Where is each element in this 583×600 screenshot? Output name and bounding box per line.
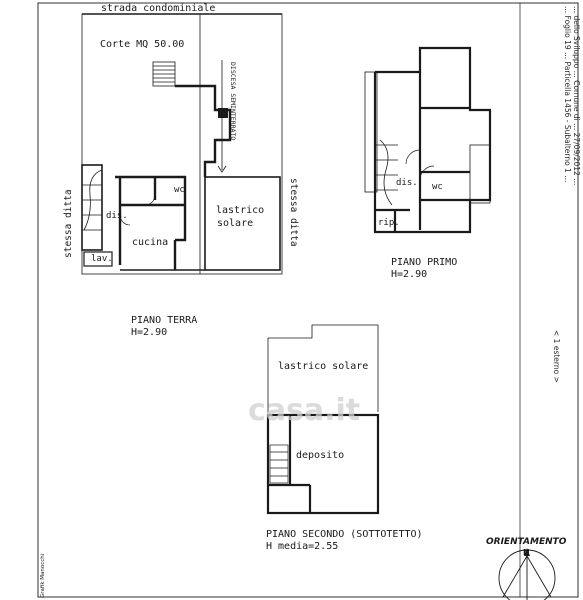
stair-second — [269, 444, 289, 484]
dis-first-label: dis. — [396, 178, 418, 188]
street-label: strada condominiale — [101, 3, 216, 14]
second-floor-title: PIANO SECONDO (SOTTOTETTO) — [266, 529, 423, 540]
second-terrace-outline — [268, 324, 379, 412]
stair-first — [376, 139, 398, 206]
sheet-frame — [37, 2, 579, 598]
lav-label: lav. — [91, 254, 113, 264]
second-floor-plan — [266, 324, 380, 515]
ground-floor-title: PIANO TERRA — [131, 315, 198, 326]
terrace-ground-label-2: solare — [217, 218, 254, 229]
neighbor-right-label: stessa ditta — [288, 178, 299, 247]
wc-first-label: wc — [432, 182, 443, 192]
ground-floor-plan — [81, 13, 283, 275]
ground-floor-height: H=2.90 — [131, 327, 168, 338]
first-walls — [373, 46, 492, 234]
lav-block — [83, 251, 113, 267]
side-text-line-1: ... dello Sviluppo ... Comune di ... 27/… — [572, 6, 581, 186]
author-stamp: Grafik Manocchi — [40, 553, 46, 598]
watermark-logo: casa.it — [248, 393, 361, 428]
first-floor-height: H=2.90 — [391, 269, 428, 280]
orientation-label: ORIENTAMENTO — [486, 537, 567, 547]
second-walls — [266, 413, 380, 515]
dis-ground-label: dis. — [106, 211, 128, 221]
side-text-line-2: ... Foglio 19 ... Particella 1456 - Suba… — [563, 6, 572, 183]
stair-ground-top — [152, 61, 176, 87]
terrace-ground — [204, 176, 281, 271]
descent-label: DISCESA SEMINTERRATO — [229, 62, 237, 141]
terrace-second-label: lastrico solare — [278, 361, 369, 372]
north-arrow-symbol — [498, 549, 556, 600]
courtyard-outline — [81, 13, 283, 275]
wc-ground-label: wc — [174, 185, 185, 195]
north-label: N — [523, 548, 530, 557]
first-floor-title: PIANO PRIMO — [391, 257, 458, 268]
stair-ground-left — [81, 164, 103, 251]
terrace-ground-label: lastrico — [216, 205, 265, 216]
neighbor-left-label: stessa ditta — [63, 189, 74, 258]
second-floor-height: H media=2.55 — [266, 541, 339, 552]
kitchen-label: cucina — [132, 237, 169, 248]
courtyard-label: Corte MQ 50.00 — [100, 39, 185, 50]
side-text-line-3: < 1 esterno > — [552, 330, 561, 383]
first-floor-plan — [364, 46, 492, 234]
storage-label: deposito — [296, 450, 345, 461]
rip-label: rip. — [378, 218, 400, 228]
first-balconies — [364, 71, 491, 204]
